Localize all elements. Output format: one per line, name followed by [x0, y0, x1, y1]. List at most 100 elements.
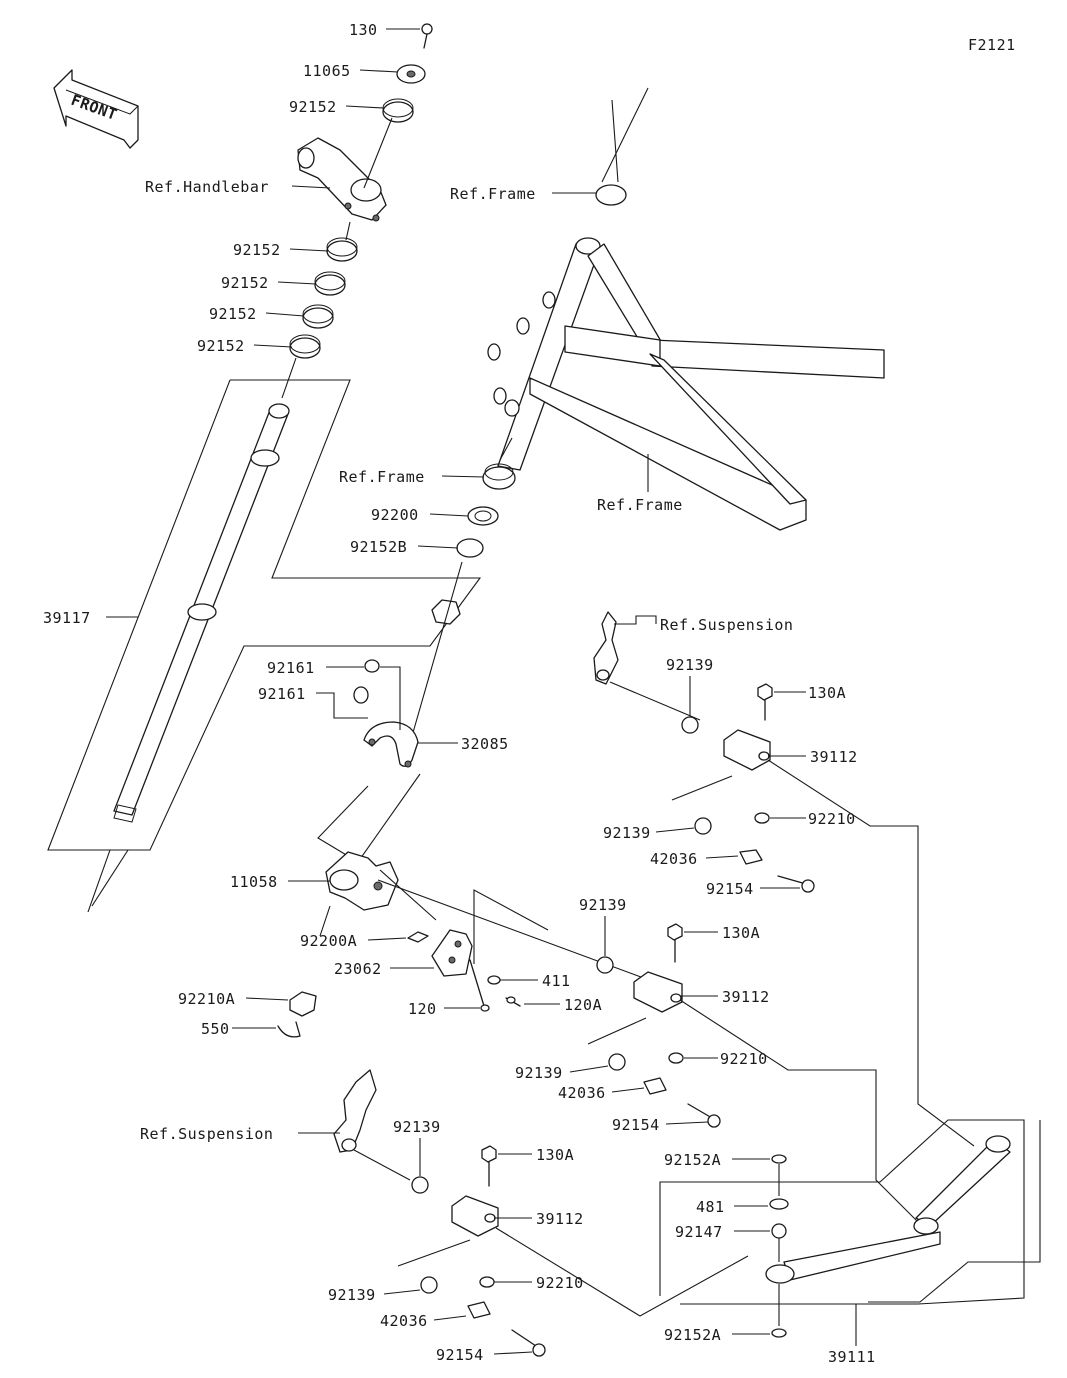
callout-92210: 92210	[536, 1274, 584, 1292]
callout-42036: 42036	[650, 850, 698, 868]
callout-23062: 23062	[334, 960, 382, 978]
collar-42036-r2	[643, 1077, 667, 1095]
callout-92154: 92154	[612, 1116, 660, 1134]
callout-32085: 32085	[461, 735, 509, 753]
steering-shaft-39117	[113, 403, 290, 823]
callout-ref-frame: Ref.Frame	[450, 185, 536, 203]
bushing-92152-c	[302, 304, 334, 329]
callout-120A: 120A	[564, 996, 602, 1014]
bushing-92152-d	[289, 334, 321, 359]
nut-shaft	[431, 599, 461, 625]
callout-42036: 42036	[558, 1084, 606, 1102]
handlebar-clamp	[297, 137, 387, 222]
bushing-92152B	[456, 538, 484, 558]
callout-92139: 92139	[603, 824, 651, 842]
nut-92210-r3	[479, 1276, 495, 1288]
nut-92210-r1	[754, 812, 770, 824]
collar-42036-r1	[739, 849, 763, 865]
bushing-92139-r1b	[694, 817, 712, 835]
bushing-92139-r3b	[420, 1276, 438, 1294]
cap-92161-a	[364, 659, 380, 673]
bushing-92147	[771, 1223, 787, 1239]
cap-11065	[396, 64, 426, 84]
bolt-120A	[505, 996, 521, 1007]
callout-130: 130	[349, 21, 378, 39]
callout-92210A: 92210A	[178, 990, 235, 1008]
callout-130A: 130A	[808, 684, 846, 702]
nut-92210-r2	[668, 1052, 684, 1064]
bushing-92139-r3	[411, 1176, 429, 1194]
callout-92139: 92139	[328, 1286, 376, 1304]
bushing-92152-b	[314, 271, 346, 296]
callout-11058: 11058	[230, 873, 278, 891]
callout-92154: 92154	[436, 1346, 484, 1364]
callout-ref-suspension: Ref.Suspension	[140, 1125, 273, 1143]
bushing-92152-a	[326, 237, 358, 262]
bracket-23062	[431, 929, 473, 977]
bearing-ref-frame	[482, 463, 516, 490]
pitman-arm-11058	[325, 851, 399, 911]
bolt-92154-r1	[777, 875, 815, 893]
callout-labels: 130 11065 92152 Ref.Handlebar 92152 9215…	[43, 21, 875, 1366]
figure-id: F2121	[968, 36, 1016, 54]
washer-92152A-top	[771, 1154, 787, 1164]
suspension-arm-top	[593, 611, 619, 685]
callout-92152: 92152	[197, 337, 245, 355]
callout-92139: 92139	[666, 656, 714, 674]
callout-ref-suspension: Ref.Suspension	[660, 616, 793, 634]
bolt-120	[469, 959, 490, 1012]
pin-411	[487, 975, 501, 985]
callout-leaders	[106, 28, 857, 1355]
bushing-92139-r1	[681, 716, 699, 734]
callout-92210: 92210	[720, 1050, 768, 1068]
callout-92139: 92139	[579, 896, 627, 914]
callout-ref-frame: Ref.Frame	[597, 496, 683, 514]
bushing-92152-top	[382, 98, 414, 123]
callout-130A: 130A	[536, 1146, 574, 1164]
cap-92161-b	[353, 686, 369, 704]
callout-39117: 39117	[43, 609, 91, 627]
suspension-arm-low	[333, 1069, 377, 1153]
callout-42036: 42036	[380, 1312, 428, 1330]
callout-92152: 92152	[233, 241, 281, 259]
bolt-130A-r3	[481, 1145, 497, 1187]
callout-39112: 39112	[536, 1210, 584, 1228]
callout-92139: 92139	[393, 1118, 441, 1136]
callout-92152A: 92152A	[664, 1151, 721, 1169]
callout-120: 120	[408, 1000, 437, 1018]
cotter-pin-550	[277, 1021, 301, 1038]
callout-92161: 92161	[258, 685, 306, 703]
callout-ref-frame: Ref.Frame	[339, 468, 425, 486]
callout-130A: 130A	[722, 924, 760, 942]
frame	[487, 184, 885, 531]
callout-92152A: 92152A	[664, 1326, 721, 1344]
bolt-92154-r3	[511, 1329, 546, 1357]
callout-92200A: 92200A	[300, 932, 357, 950]
washer-92152A-bot	[771, 1328, 787, 1338]
bolt-130A-r1	[757, 683, 773, 721]
front-arrow-icon: FRONT	[53, 69, 139, 149]
bolt-130A-r2	[667, 923, 683, 963]
callout-92139: 92139	[515, 1064, 563, 1082]
clamp-32085	[363, 721, 419, 768]
nut-92210A	[289, 991, 317, 1017]
callout-92152B: 92152B	[350, 538, 407, 556]
bushing-92139-r2b	[608, 1053, 626, 1071]
circlip-481	[769, 1198, 789, 1210]
tie-rod-end-39112-r2	[633, 971, 683, 1013]
bolt-92154-r2	[687, 1103, 721, 1128]
callout-39112: 39112	[722, 988, 770, 1006]
collar-42036-r3	[467, 1301, 491, 1319]
callout-92200: 92200	[371, 506, 419, 524]
callout-481: 481	[696, 1198, 725, 1216]
callout-92152: 92152	[209, 305, 257, 323]
callout-411: 411	[542, 972, 571, 990]
callout-92152: 92152	[221, 274, 269, 292]
callout-92161: 92161	[267, 659, 315, 677]
callout-92210: 92210	[808, 810, 856, 828]
callout-92147: 92147	[675, 1223, 723, 1241]
washer-92200	[467, 506, 499, 526]
tie-rod-end-39112-r1	[723, 729, 771, 771]
washer-92200A	[407, 931, 429, 943]
